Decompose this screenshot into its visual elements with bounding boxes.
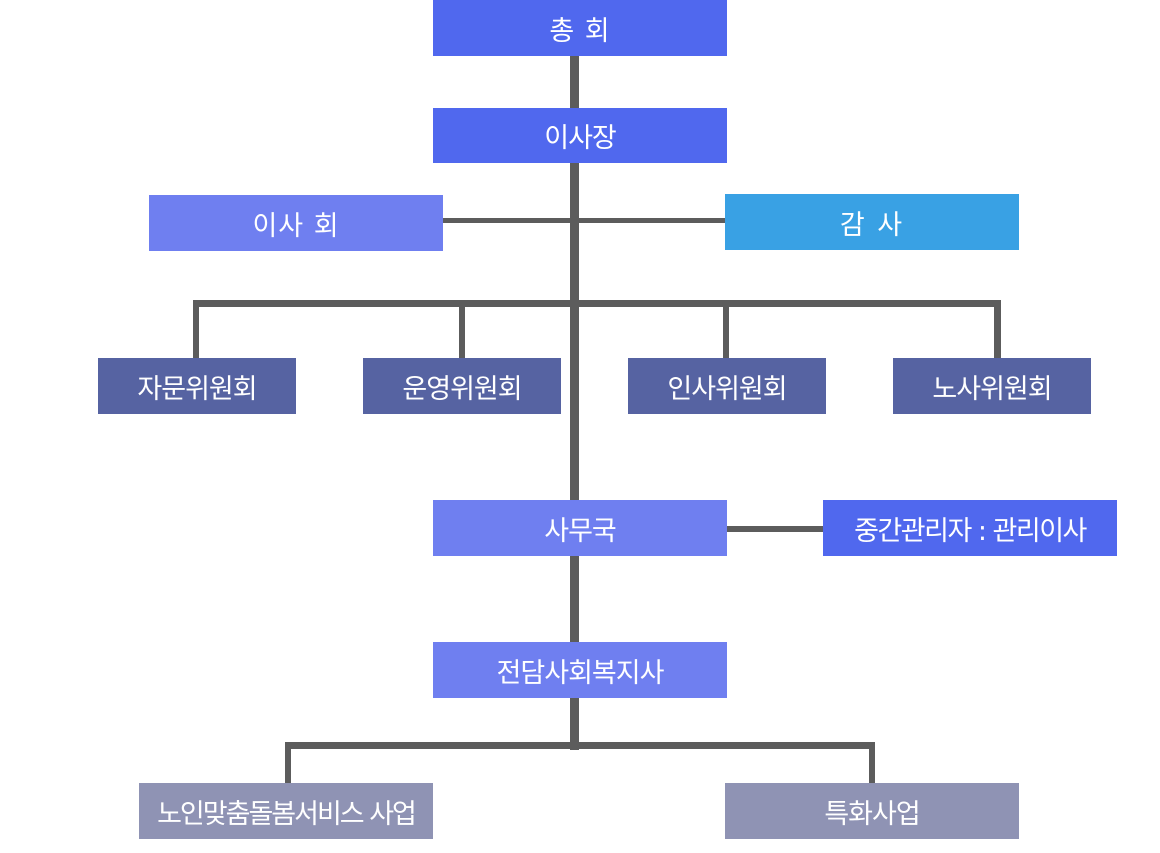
committee-operations-node: 운영위원회 (363, 358, 561, 414)
committee-drop-4 (994, 300, 1001, 359)
committee-labor-node: 노사위원회 (893, 358, 1091, 414)
chairman-node: 이사장 (433, 108, 727, 163)
program-drop-right (869, 742, 875, 784)
program-elderly-care-node: 노인맞춤돌봄서비스 사업 (139, 783, 433, 839)
committee-drop-1 (193, 300, 199, 359)
secretariat-manager-line (726, 526, 824, 532)
committee-personnel-node: 인사위원회 (628, 358, 826, 414)
board-auditor-line (442, 218, 726, 223)
program-drop-left (285, 742, 291, 784)
middle-manager-node: 중간관리자 : 관리이사 (823, 500, 1117, 556)
board-of-directors-node: 이사 회 (149, 195, 443, 251)
program-special-node: 특화사업 (725, 783, 1019, 839)
committee-advisory-node: 자문위원회 (98, 358, 296, 414)
committee-drop-2 (459, 300, 465, 359)
social-worker-node: 전담사회복지사 (433, 642, 727, 698)
program-bus-line (285, 742, 875, 749)
general-assembly-node: 총 회 (433, 0, 727, 56)
auditor-node: 감 사 (725, 194, 1019, 250)
secretariat-node: 사무국 (433, 500, 727, 556)
committee-bus-line (193, 300, 1001, 307)
committee-drop-3 (723, 300, 729, 359)
main-trunk-line (570, 56, 579, 750)
